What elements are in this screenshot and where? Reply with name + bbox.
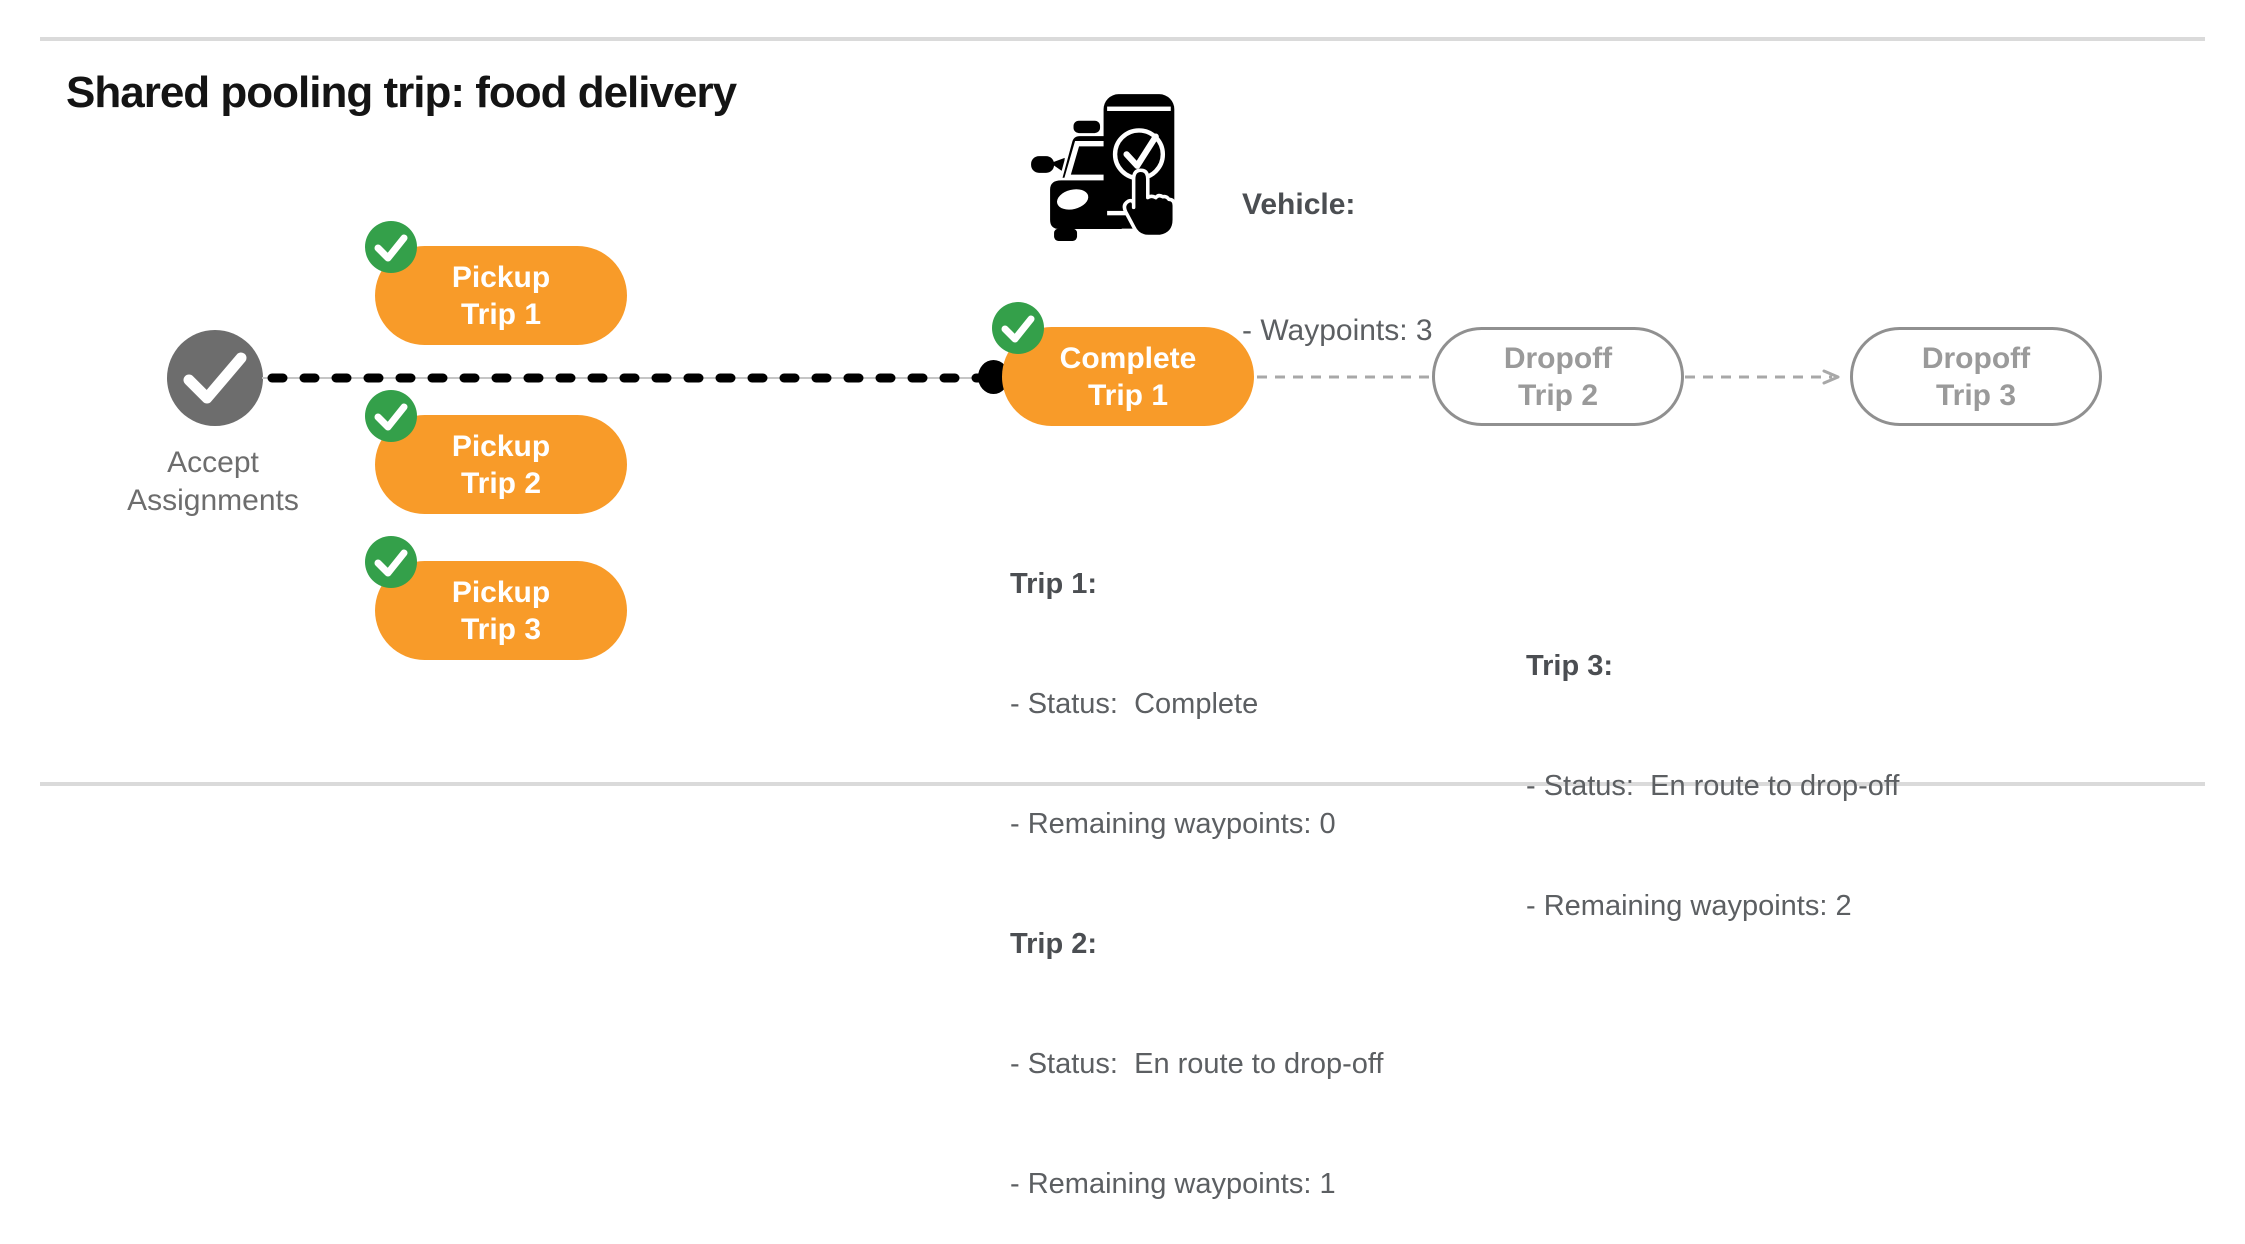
vehicle-waypoints: - Waypoints: 3: [1242, 314, 1433, 347]
trip1-status-line: - Status: Complete: [1010, 688, 1259, 720]
node-label-line1: Pickup: [451, 575, 551, 609]
node-label-line1: Dropoff: [1503, 341, 1613, 375]
node-label-line1: Pickup: [451, 260, 551, 294]
node-pickup-trip-2: Pickup Trip 2: [365, 390, 627, 514]
diagram-title: Shared pooling trip: food delivery: [66, 68, 737, 117]
route-dashed-line: [262, 373, 987, 383]
trip2-heading: Trip 2:: [1010, 928, 1098, 960]
arrowhead-icon: [1822, 369, 1840, 385]
trip1-waypoints-line: - Remaining waypoints: 0: [1010, 808, 1336, 840]
vehicle-heading: Vehicle:: [1242, 188, 1356, 221]
accept-assignments-node: [167, 330, 263, 426]
car-phone-check-icon: [1024, 80, 1192, 246]
node-label-line2: Trip 3: [1935, 378, 2017, 412]
node-pickup-trip-3: Pickup Trip 3: [365, 536, 627, 660]
node-label-line2: Trip 2: [1517, 378, 1599, 412]
accept-assignments-label: Accept Assignments: [127, 446, 299, 517]
bottom-divider: [40, 782, 2205, 786]
node-label-line2: Trip 2: [460, 466, 542, 500]
node-label-line1: Complete: [1059, 341, 1197, 375]
trip3-waypoints-line: - Remaining waypoints: 2: [1526, 890, 1852, 922]
trip2-waypoints-line: - Remaining waypoints: 1: [1010, 1168, 1336, 1200]
node-complete-trip-1: Complete Trip 1: [992, 302, 1254, 426]
node-label-line1: Pickup: [451, 429, 551, 463]
trip-status-block-2: Trip 3: - Status: En route to drop-off -…: [1526, 566, 1899, 966]
trip1-heading: Trip 1:: [1010, 568, 1098, 600]
node-pickup-trip-1: Pickup Trip 1: [365, 221, 627, 345]
vehicle-info: Vehicle: - Waypoints: 3: [1242, 100, 1433, 394]
dashed-arrow-connector: [1685, 369, 1840, 385]
check-badge-icon: [365, 536, 417, 588]
node-label-line2: Trip 1: [1087, 378, 1169, 412]
checkmark-icon: [183, 352, 247, 404]
check-badge-icon: [992, 302, 1044, 354]
trip3-status-line: - Status: En route to drop-off: [1526, 770, 1900, 802]
node-label-line2: Trip 1: [460, 297, 542, 331]
check-badge-icon: [365, 221, 417, 273]
node-label-line1: Dropoff: [1921, 341, 2031, 375]
check-badge-icon: [365, 390, 417, 442]
trip2-status-line: - Status: En route to drop-off: [1010, 1048, 1384, 1080]
top-divider: [40, 37, 2205, 41]
trip3-heading: Trip 3:: [1526, 650, 1614, 682]
node-dropoff-trip-2: Dropoff Trip 2: [1432, 327, 1684, 426]
node-dropoff-trip-3: Dropoff Trip 3: [1850, 327, 2102, 426]
dashed-connector: [1257, 375, 1431, 379]
node-label-line2: Trip 3: [460, 612, 542, 646]
trip-status-block-1: Trip 1: - Status: Complete - Remaining w…: [1010, 484, 1383, 1244]
